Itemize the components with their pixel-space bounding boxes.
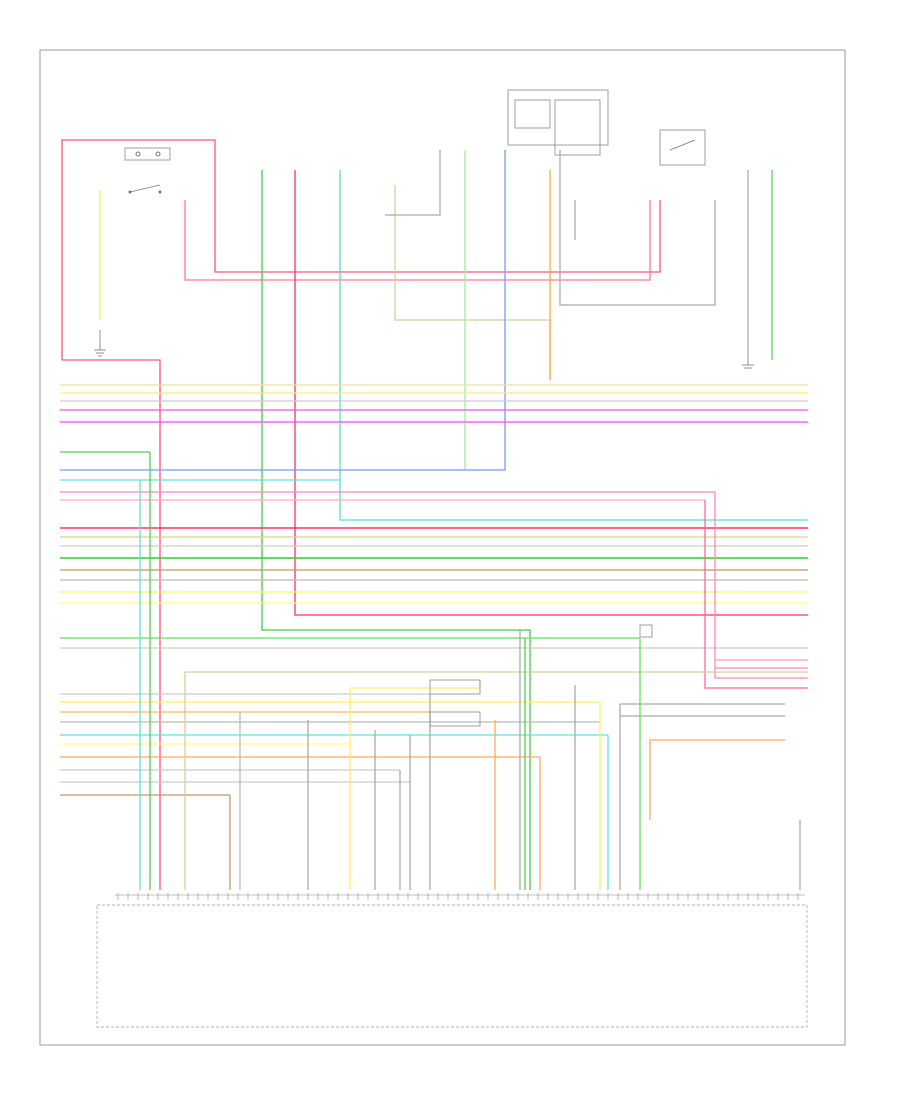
wire-pink-right-return [704,500,808,689]
wire-gray-right [559,150,716,306]
wire-gray-vertical [385,150,441,216]
diagram-frame [39,49,846,1046]
splice-pack-3 [639,624,653,638]
wire-pink-right-return-2 [714,492,808,679]
wire-green-long [261,170,531,890]
ecm-pin-row [115,893,805,900]
wire-orange-right-5 [649,739,785,820]
wire-red-long [294,170,808,616]
right-relay-group [659,129,754,369]
wire-blue-vertical [60,150,506,471]
wire-pink-relay-loop [61,139,661,360]
wire-pink-relay-loop-2 [184,200,651,281]
fuel-pump-relay-group [94,147,171,357]
wire-v-yellow-b [350,680,481,689]
splice-pack-2 [429,711,481,727]
wire-cyan-vertical [339,170,808,521]
sensor-module-group [507,89,609,240]
wire-pink-left-down [62,359,161,890]
splice-pack-1 [429,679,481,695]
ecm-connector-outline [96,904,808,1028]
wire-tan-vertical [394,185,551,380]
